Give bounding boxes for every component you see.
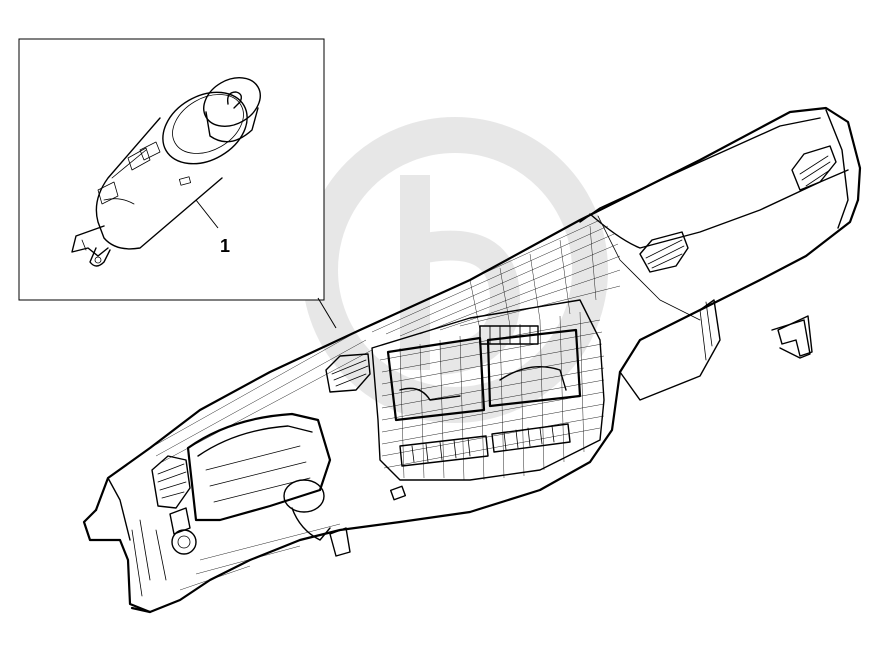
left-air-vent — [151, 455, 191, 509]
switch-bank-lower — [399, 423, 571, 467]
center-left-air-vent — [325, 353, 371, 393]
glovebox-panel — [619, 299, 811, 401]
detail-inset: 1 — [18, 38, 325, 301]
detail-inset-frame — [18, 38, 325, 301]
switch-bank-upper — [479, 325, 539, 345]
steering-column-opening — [283, 479, 331, 541]
callout-leader-1 — [195, 199, 219, 229]
center-right-air-vent — [639, 231, 689, 273]
right-air-vent — [791, 145, 837, 191]
brand-logo-watermark — [302, 117, 608, 423]
callout-number-1: 1 — [220, 236, 230, 256]
instrument-cluster-opening — [186, 412, 332, 522]
center-stack — [371, 299, 605, 481]
left-lower-controls — [131, 507, 197, 597]
dashboard-assembly — [82, 106, 862, 614]
inset-leader-line — [317, 297, 337, 329]
cigar-lighter-part — [71, 77, 261, 267]
